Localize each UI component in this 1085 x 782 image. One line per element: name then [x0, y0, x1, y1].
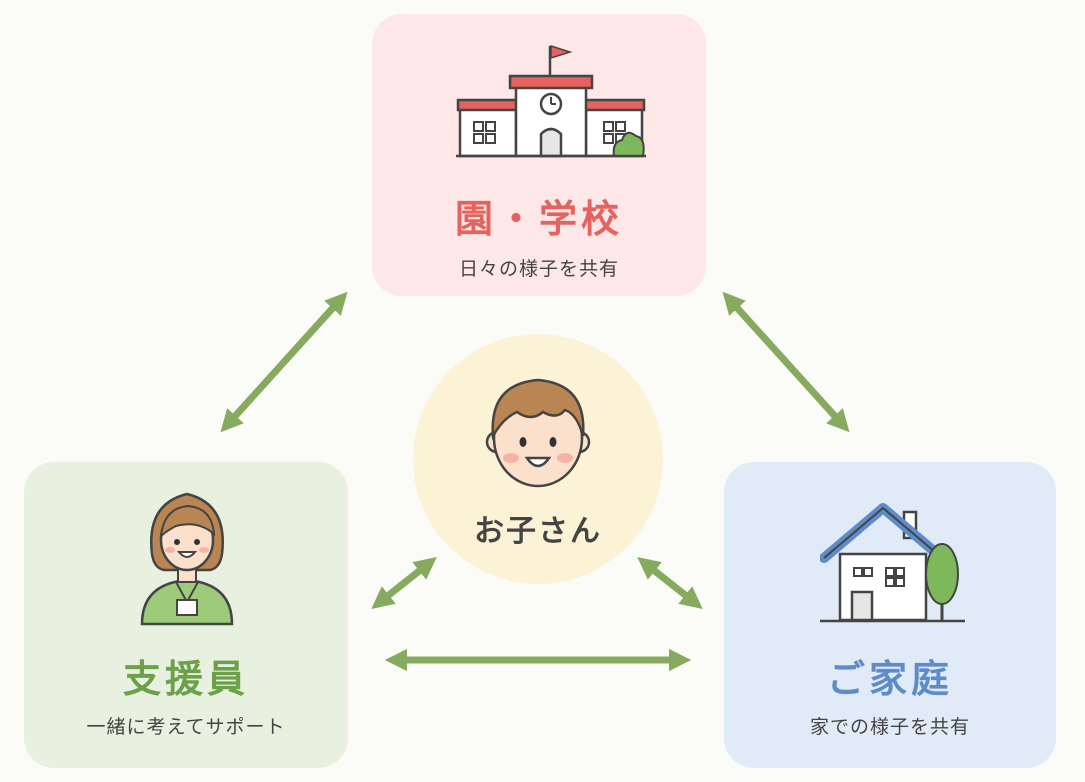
home-node: ご家庭 家での様子を共有	[724, 462, 1056, 768]
school-node: 園・学校 日々の様子を共有	[372, 14, 706, 296]
child-face-icon	[485, 378, 591, 488]
school-title: 園・学校	[454, 197, 623, 241]
child-title: お子さん	[474, 514, 602, 549]
arrow-child-home	[637, 557, 703, 609]
school-subtitle: 日々の様子を共有	[458, 258, 619, 280]
house-icon	[820, 503, 965, 623]
arrow-school-home	[722, 291, 850, 433]
arrow-child-support	[371, 557, 437, 609]
child-node: お子さん	[413, 334, 663, 584]
support-node: 支援員 一緒に考えてサポート	[24, 462, 348, 768]
school-building-icon	[456, 44, 646, 158]
home-title: ご家庭	[826, 657, 953, 701]
support-title: 支援員	[122, 657, 249, 701]
staff-person-icon	[140, 492, 234, 626]
arrow-school-support	[220, 291, 348, 433]
support-subtitle: 一緒に考えてサポート	[86, 716, 286, 738]
home-subtitle: 家での様子を共有	[809, 716, 970, 738]
